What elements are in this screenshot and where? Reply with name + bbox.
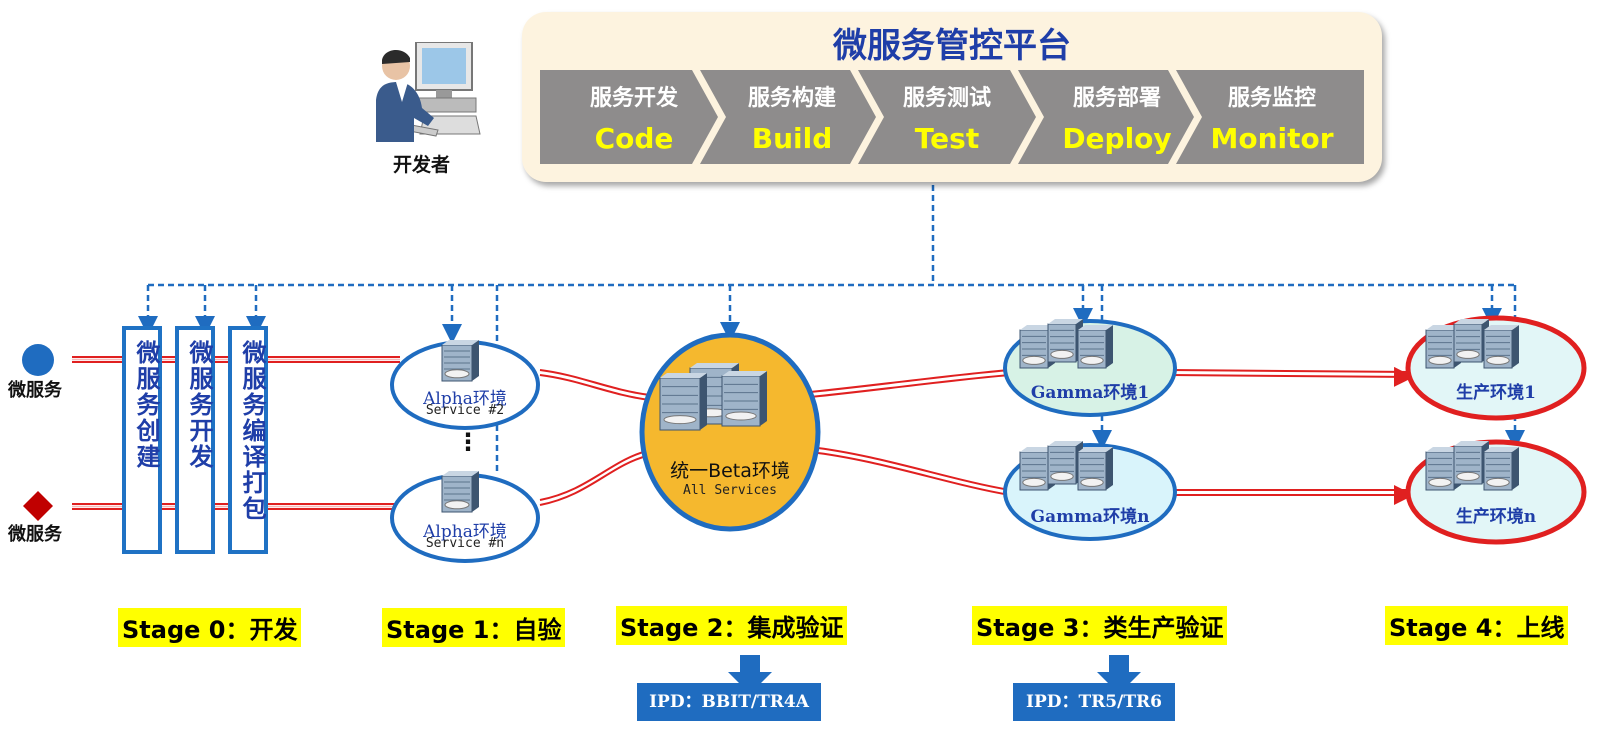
gamma-env-n-label: Gamma环境n <box>1030 507 1150 527</box>
server-icon-alpha-n <box>441 471 479 513</box>
step-en-monitor: Monitor <box>1210 122 1334 155</box>
ipd-box-stage2: IPD：BBIT/TR4A <box>637 683 821 721</box>
step-cn-code: 服务开发 <box>589 86 678 111</box>
ipd-arrow-stage2 <box>728 655 772 694</box>
stage0-box-build-package: 微服务编译打包 <box>228 326 268 554</box>
stage-0-label: Stage 0：开发 <box>118 608 302 647</box>
server-icon-gamma-2 <box>1077 325 1113 369</box>
server-icon-beta-b <box>721 371 767 427</box>
chevron-code <box>540 70 718 164</box>
control-lines <box>138 185 1525 475</box>
step-cn-deploy: 服务部署 <box>1072 86 1161 111</box>
stage0-box-develop-text: 微服务开发 <box>185 340 213 470</box>
chevron-build <box>700 70 876 164</box>
developer-workstation-icon <box>376 42 481 142</box>
server-icon-prod-11 <box>1483 447 1519 491</box>
alpha-env-n-label: Alpha环境 <box>423 522 507 542</box>
beta-env-label: 统一Beta环境 <box>670 460 790 482</box>
chevron-monitor <box>1176 70 1364 164</box>
step-cn-test: 服务测试 <box>902 86 991 111</box>
flow-lines <box>72 356 1414 510</box>
pipeline-chevrons <box>540 70 1364 164</box>
gamma-env-1-label: Gamma环境1 <box>1030 383 1150 403</box>
server-icon-gamma-5 <box>1077 447 1113 491</box>
chevron-deploy <box>1018 70 1194 164</box>
stage-2-label: Stage 2：集成验证 <box>616 606 848 645</box>
blue-circle-icon <box>22 344 54 376</box>
stage-1-label: Stage 1：自验 <box>382 608 566 647</box>
red-diamond-icon <box>23 491 53 521</box>
step-en-deploy: Deploy <box>1062 122 1172 155</box>
developer-label: 开发者 <box>393 154 451 176</box>
server-icon-prod-8 <box>1483 325 1519 369</box>
step-cn-build: 服务构建 <box>747 86 836 111</box>
server-icon-beta-c <box>659 373 707 431</box>
stage-3-label: Stage 3：类生产验证 <box>972 606 1228 645</box>
platform-title: 微服务管控平台 <box>833 26 1071 66</box>
stage0-box-develop: 微服务开发 <box>175 326 215 554</box>
stage0-box-create-text: 微服务创建 <box>132 340 160 470</box>
prod-env-1-label: 生产环境1 <box>1456 383 1536 403</box>
step-en-test: Test <box>914 122 980 155</box>
stage0-box-build-package-text: 微服务编译打包 <box>238 340 266 522</box>
alpha-env-1-sub: Service #2 <box>425 403 505 418</box>
stage-4-label: Stage 4：上线 <box>1385 606 1569 645</box>
stage0-box-create: 微服务创建 <box>122 326 162 554</box>
ipd-arrow-stage3 <box>1097 655 1141 694</box>
microservice-input-label-2: 微服务 <box>8 524 62 545</box>
ipd-arrows <box>728 655 1141 694</box>
step-en-code: Code <box>594 122 674 155</box>
alpha-env-n-sub: Service #n <box>425 536 505 551</box>
ipd-box-stage3: IPD：TR5/TR6 <box>1013 683 1175 721</box>
step-en-build: Build <box>751 122 833 155</box>
step-cn-monitor: 服务监控 <box>1227 86 1316 111</box>
server-icon-alpha-1 <box>441 340 479 382</box>
microservice-input-label-1: 微服务 <box>8 380 62 401</box>
chevron-test <box>858 70 1036 164</box>
prod-env-n-label: 生产环境n <box>1455 507 1537 527</box>
alpha-env-1-label: Alpha环境 <box>423 389 507 409</box>
beta-env-sub: All Services <box>683 483 777 498</box>
alpha-ellipsis: ⋮ <box>456 428 480 456</box>
